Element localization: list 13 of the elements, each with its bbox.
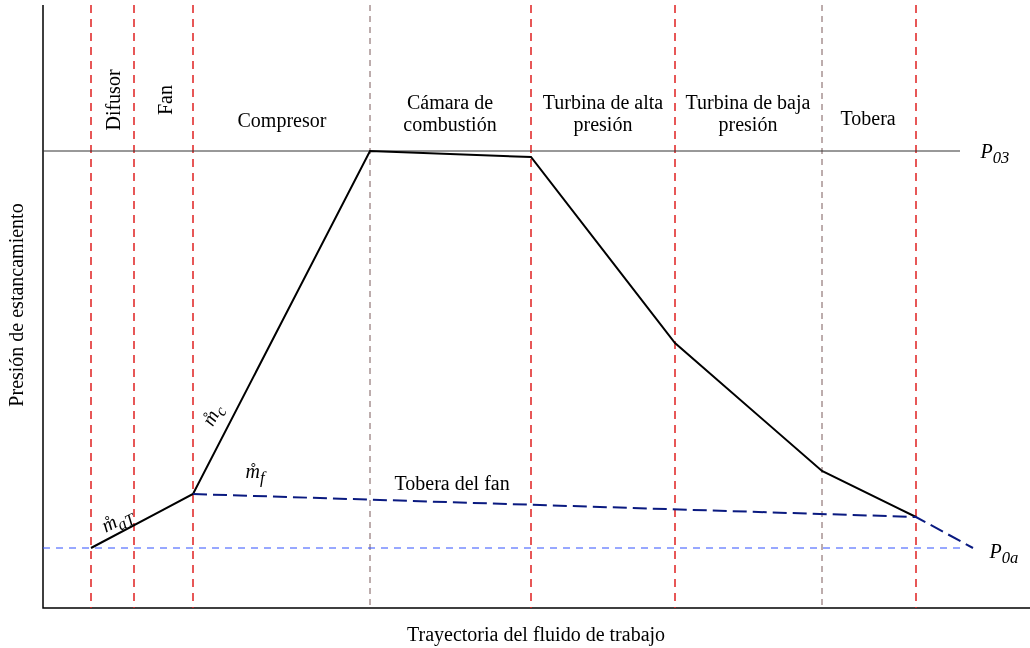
curve-label: Tobera del fan <box>394 472 510 494</box>
section-label: Difusor <box>101 69 124 131</box>
pressure-label: P$_{03}$ <box>980 139 1010 167</box>
axis-title: Trayectoria del fluido de trabajo <box>407 623 666 645</box>
section-label: Tobera <box>840 107 896 129</box>
pressure-label: P$_{0a}$ <box>989 539 1019 567</box>
section-label: Compresor <box>237 109 327 131</box>
section-label: Turbina de baja presión <box>684 91 812 135</box>
section-label: Fan <box>154 85 176 115</box>
axis-title: Presión de estancamiento <box>4 203 27 407</box>
section-label: Turbina de alta presión <box>541 91 665 135</box>
flow-label: m̊$_{f}$ <box>245 459 265 487</box>
section-label: Cámara de combustión <box>402 91 498 135</box>
